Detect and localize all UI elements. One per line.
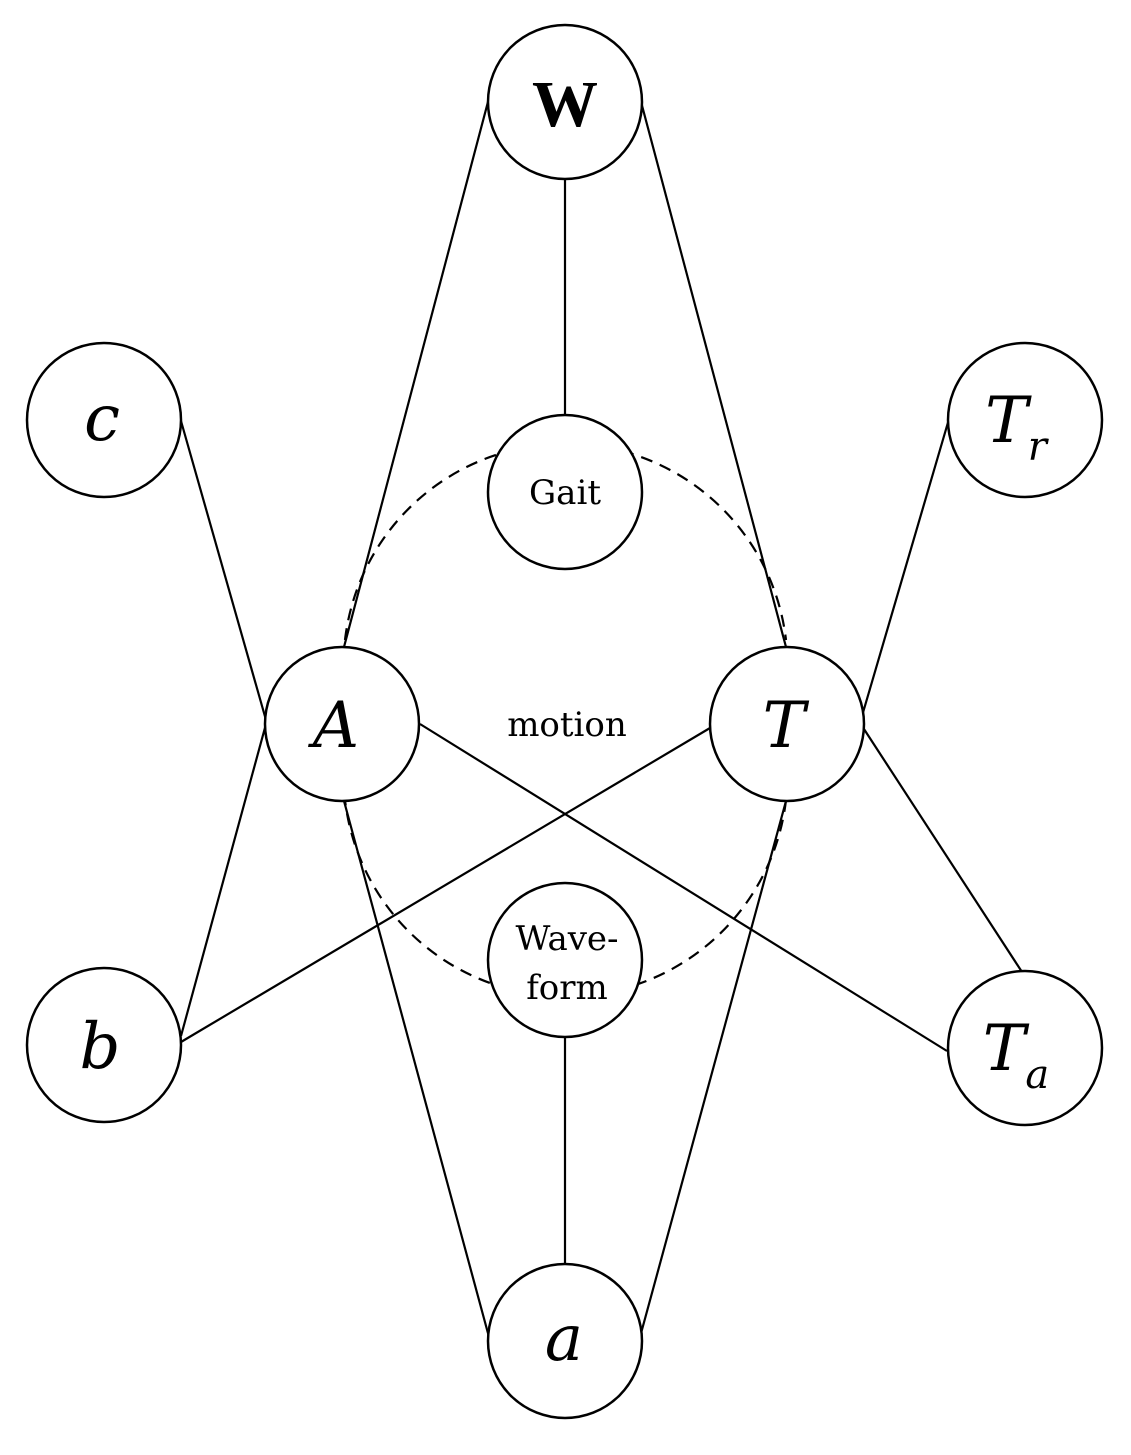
edge-w-a — [342, 97, 491, 648]
node-w: W — [486, 23, 644, 181]
node-ta-sub: a — [1025, 1052, 1049, 1098]
node-t: T — [708, 645, 866, 803]
node-a-lower-label: a — [545, 1302, 583, 1376]
node-waveform: Wave- form — [486, 881, 644, 1039]
edge-t-nodea — [638, 800, 788, 1338]
edge-t-tr — [860, 418, 951, 717]
edges — [179, 97, 1023, 1338]
node-c-label: c — [84, 382, 120, 456]
node-a-upper: A — [263, 645, 421, 803]
edge-c-a — [179, 420, 268, 721]
node-tr-base: T — [985, 384, 1032, 458]
edge-a-ta — [419, 723, 948, 1052]
node-t-label: T — [763, 689, 810, 763]
node-waveform-line1: Wave- — [515, 919, 618, 959]
node-w-label: W — [532, 68, 598, 141]
node-ta-label: Ta — [983, 1012, 1050, 1098]
node-gait: Gait — [486, 413, 644, 571]
node-a-lower: a — [486, 1262, 644, 1420]
node-b: b — [25, 966, 183, 1124]
edge-b-a — [179, 723, 268, 1037]
edge-b-t — [180, 727, 711, 1043]
edge-t-ta — [861, 725, 1023, 973]
node-waveform-line2: form — [526, 968, 608, 1008]
node-gait-label: Gait — [529, 473, 601, 513]
edge-a-nodea — [342, 800, 491, 1338]
node-ta-base: T — [983, 1012, 1030, 1086]
node-ta: Ta — [946, 969, 1104, 1127]
node-tr: Tr — [946, 341, 1104, 499]
node-tr-label: Tr — [985, 384, 1050, 470]
node-b-label: b — [80, 1010, 121, 1084]
motion-label: motion — [507, 705, 627, 745]
edge-w-t — [638, 97, 788, 648]
node-tr-sub: r — [1028, 424, 1050, 470]
node-a-upper-label: A — [308, 689, 359, 763]
node-c: c — [25, 341, 183, 499]
